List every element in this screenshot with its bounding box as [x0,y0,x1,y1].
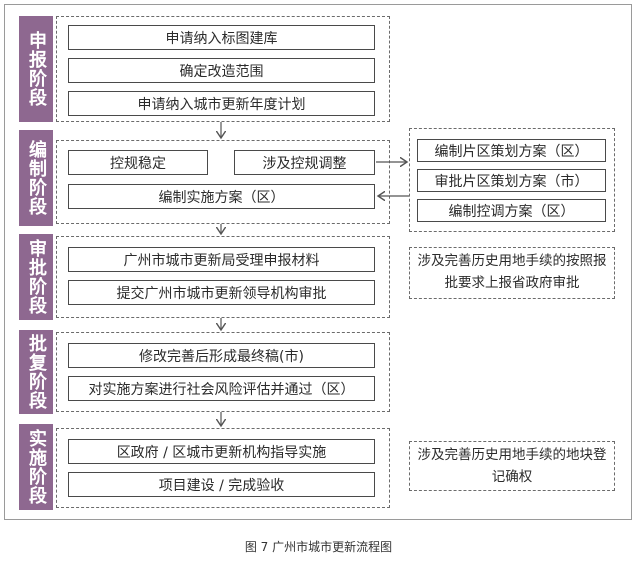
review-group [56,236,390,318]
apply-group [56,16,390,122]
stage-implement-label: 实施阶段 [26,429,47,505]
stage-reply: 批复阶段 [19,330,53,414]
apply-step-2: 确定改造范围 [68,58,375,83]
prepare-group [56,140,390,224]
prepare-adjust: 涉及控规调整 [234,150,375,175]
implement-step-1: 区政府 / 区城市更新机构指导实施 [68,439,375,464]
prepare-stable: 控规稳定 [68,150,208,175]
prepare-plan: 编制实施方案（区） [68,184,375,209]
side-step-2: 审批片区策划方案（市） [417,169,606,192]
stage-implement: 实施阶段 [19,424,53,510]
stage-prepare-label: 编制阶段 [26,140,47,216]
prepare-side-group [409,128,615,232]
diagram-frame [4,4,632,520]
review-note: 涉及完善历史用地手续的按照报批要求上报省政府审批 [409,247,615,299]
implement-step-2: 项目建设 / 完成验收 [68,472,375,497]
reply-step-1: 修改完善后形成最终稿(市) [68,343,375,368]
stage-prepare: 编制阶段 [19,130,53,226]
review-step-1: 广州市城市更新局受理申报材料 [68,247,375,272]
apply-step-1: 申请纳入标图建库 [68,25,375,50]
implement-note: 涉及完善历史用地手续的地块登记确权 [409,441,615,491]
stage-apply-label: 申报阶段 [26,31,47,107]
review-step-2: 提交广州市城市更新领导机构审批 [68,280,375,305]
stage-apply: 申报阶段 [19,16,53,122]
implement-group [56,428,390,508]
apply-step-3: 申请纳入城市更新年度计划 [68,91,375,116]
figure-caption: 图 7 广州市城市更新流程图 [244,540,393,554]
side-step-3: 编制控调方案（区） [417,199,606,222]
reply-group [56,332,390,412]
side-step-1: 编制片区策划方案（区） [417,139,606,162]
stage-review: 审批阶段 [19,234,53,320]
reply-step-2: 对实施方案进行社会风险评估并通过（区） [68,376,375,401]
stage-reply-label: 批复阶段 [26,334,47,410]
stage-review-label: 审批阶段 [26,239,47,315]
